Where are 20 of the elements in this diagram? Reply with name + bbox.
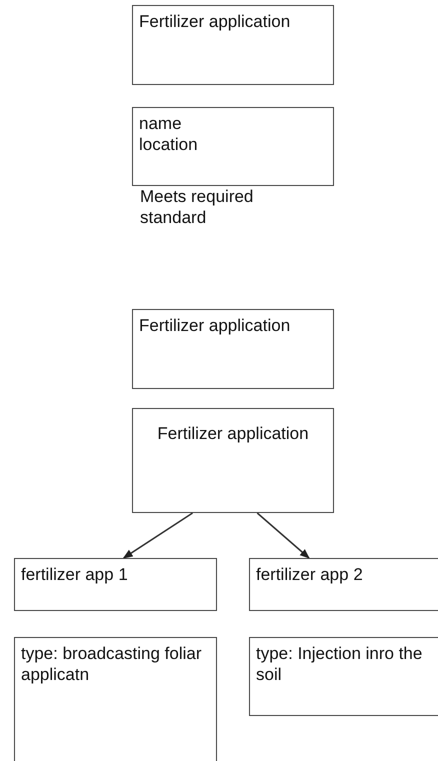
entity-box bbox=[249, 558, 438, 611]
box-text: location bbox=[139, 134, 199, 155]
entity-box bbox=[249, 637, 438, 716]
box-text: type: broadcasting foliar applicatn bbox=[21, 643, 202, 685]
box-text: Fertilizer application bbox=[156, 423, 310, 444]
box-text: name bbox=[139, 113, 183, 134]
entity-box bbox=[132, 309, 334, 389]
box-text: type: Injection inro the soil bbox=[256, 643, 424, 685]
box-text: fertilizer app 1 bbox=[21, 564, 129, 585]
box-text: Fertilizer application bbox=[139, 315, 292, 336]
arrow bbox=[122, 512, 194, 559]
box-text: fertilizer app 2 bbox=[256, 564, 364, 585]
entity-box bbox=[14, 558, 217, 611]
note-text: Meets required standard bbox=[140, 186, 254, 228]
entity-box bbox=[14, 637, 217, 761]
box-text: Fertilizer application bbox=[139, 11, 292, 32]
arrow bbox=[256, 512, 310, 559]
entity-box bbox=[132, 107, 334, 186]
entity-box bbox=[132, 408, 334, 513]
entity-box bbox=[132, 5, 334, 85]
